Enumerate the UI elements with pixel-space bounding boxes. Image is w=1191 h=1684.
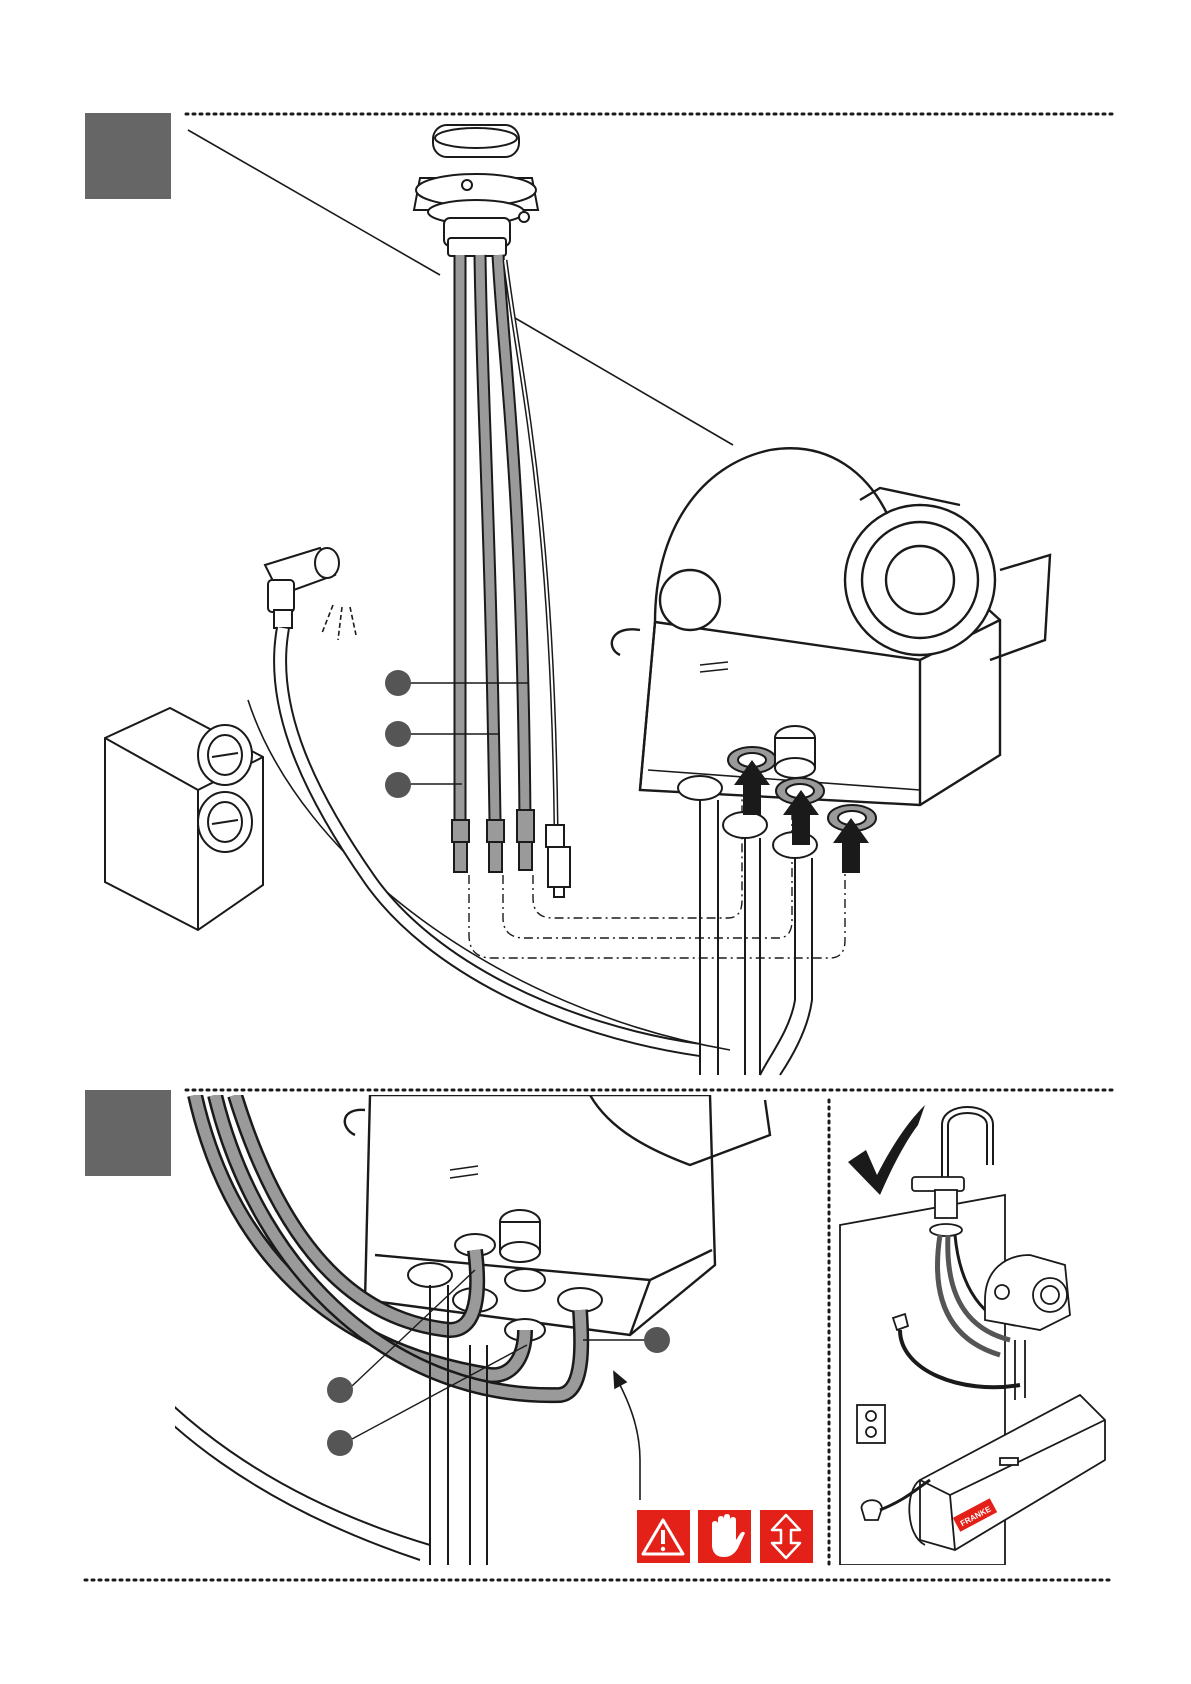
pointer-arrow (614, 1372, 640, 1500)
hose-clamp (862, 1500, 882, 1520)
mount-screw-right (519, 212, 529, 222)
faucet-mount-base (414, 125, 538, 256)
mount-screw-left (462, 180, 472, 190)
boiler-unit (612, 448, 1050, 805)
warning-triangle-icon (637, 1510, 690, 1563)
panel-2: FRANKE (85, 1090, 1112, 1580)
step-2-box (85, 1090, 171, 1176)
installation-overview: FRANKE (840, 1105, 1105, 1565)
faucet-hoses (460, 255, 556, 825)
callout-marker-6 (644, 1327, 670, 1353)
callout-marker-5 (327, 1430, 353, 1456)
vertical-arrows-icon (760, 1510, 813, 1563)
callout-marker-1 (385, 670, 411, 696)
panel-1 (85, 113, 1112, 1075)
callout-marker-3 (385, 772, 411, 798)
water-spray-icon (322, 605, 356, 640)
power-socket (105, 708, 263, 930)
hand-stop-icon (698, 1510, 751, 1563)
callout-marker-2 (385, 721, 411, 747)
step-1-box (85, 113, 171, 199)
warning-icons (637, 1510, 813, 1563)
filter-tank-unit (920, 1395, 1105, 1550)
callout-marker-4 (327, 1377, 353, 1403)
front-viewing-window (660, 570, 720, 630)
angle-valve (265, 548, 700, 1050)
